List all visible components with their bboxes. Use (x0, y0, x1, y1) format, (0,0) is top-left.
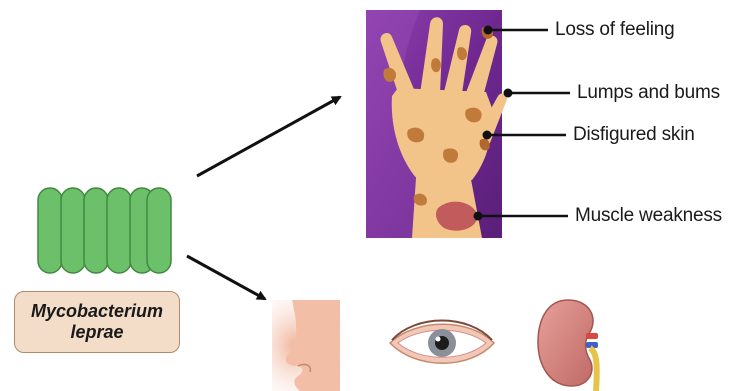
rod-bacteria-icon (38, 188, 171, 273)
symptom-label-loss-of-feeling: Loss of feeling (555, 19, 675, 41)
organism-name-line2: leprae (70, 322, 123, 343)
hand-panel (366, 10, 507, 238)
eye-icon (390, 321, 494, 364)
organism-name-line1: Mycobacterium (31, 301, 163, 322)
kidney-icon (538, 300, 598, 391)
symptom-label-disfigured-skin: Disfigured skin (573, 124, 695, 146)
symptom-label-lumps-and-bums: Lumps and bums (577, 82, 720, 104)
arrow-to-organs (187, 256, 265, 299)
nose-icon (272, 300, 348, 391)
symptom-label-muscle-weakness: Muscle weakness (575, 205, 722, 227)
arrow-to-hand (197, 97, 340, 176)
organism-caption: Mycobacterium leprae (14, 291, 180, 353)
